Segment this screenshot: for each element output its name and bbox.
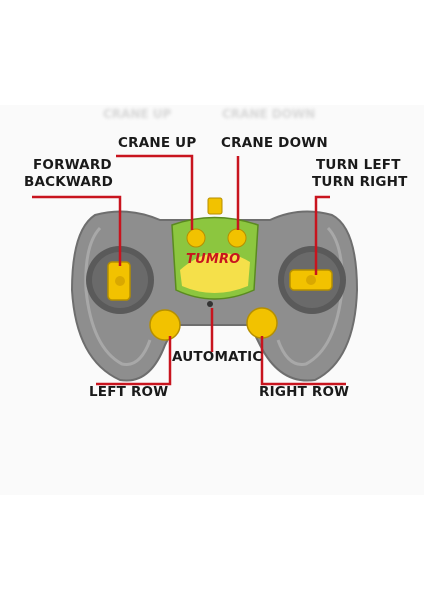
label-crane-up: CRANE UP bbox=[118, 135, 197, 151]
label-crane-down: CRANE DOWN bbox=[221, 135, 328, 151]
label-left-row: LEFT ROW bbox=[89, 384, 169, 400]
label-turn-right: TURN RIGHT bbox=[312, 174, 408, 190]
label-tumro: TUMRO bbox=[186, 252, 241, 267]
leader-forward bbox=[32, 195, 122, 266]
leader-left-row bbox=[96, 336, 172, 386]
crane-up-button bbox=[186, 228, 206, 248]
leader-crane-up bbox=[116, 154, 194, 230]
label-backward: BACKWARD bbox=[24, 174, 114, 190]
faded-label-crane-down: CRANE DOWN bbox=[222, 107, 316, 121]
left-stick bbox=[86, 246, 154, 314]
right-stick bbox=[278, 246, 346, 314]
faded-label-crane-up: CRANE UP bbox=[103, 107, 172, 121]
label-forward: FORWARD bbox=[33, 157, 112, 173]
leader-lines bbox=[32, 154, 346, 386]
label-turn-left: TURN LEFT bbox=[316, 157, 401, 173]
crane-down-button bbox=[227, 228, 247, 248]
right-row-button bbox=[246, 307, 278, 339]
controller-diagram: TUMRO bbox=[0, 105, 424, 495]
label-right-row: RIGHT ROW bbox=[259, 384, 350, 400]
leader-turn bbox=[314, 195, 330, 275]
leader-right-row bbox=[260, 336, 346, 386]
label-automatic: AUTOMATIC bbox=[172, 349, 263, 365]
left-row-button bbox=[149, 309, 181, 341]
